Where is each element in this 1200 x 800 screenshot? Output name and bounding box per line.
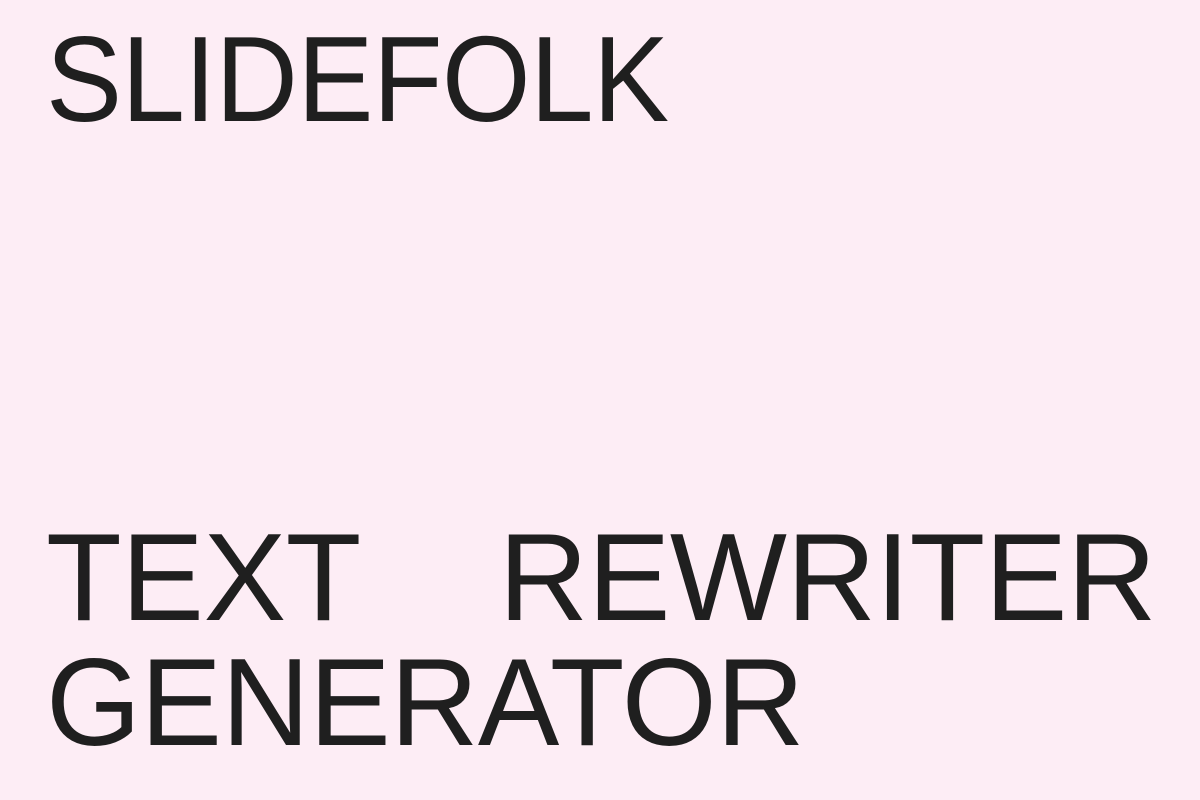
brand-wordmark: SLIDEFOLK (46, 11, 669, 147)
headline-block: TEXT REWRITER GENERATOR (46, 516, 1158, 766)
headline-line-2: GENERATOR (46, 634, 804, 772)
headline-word-rewriter: REWRITER (498, 509, 1157, 647)
headline-line-1: TEXT REWRITER (46, 516, 1156, 641)
headline-word-text: TEXT (46, 509, 361, 647)
